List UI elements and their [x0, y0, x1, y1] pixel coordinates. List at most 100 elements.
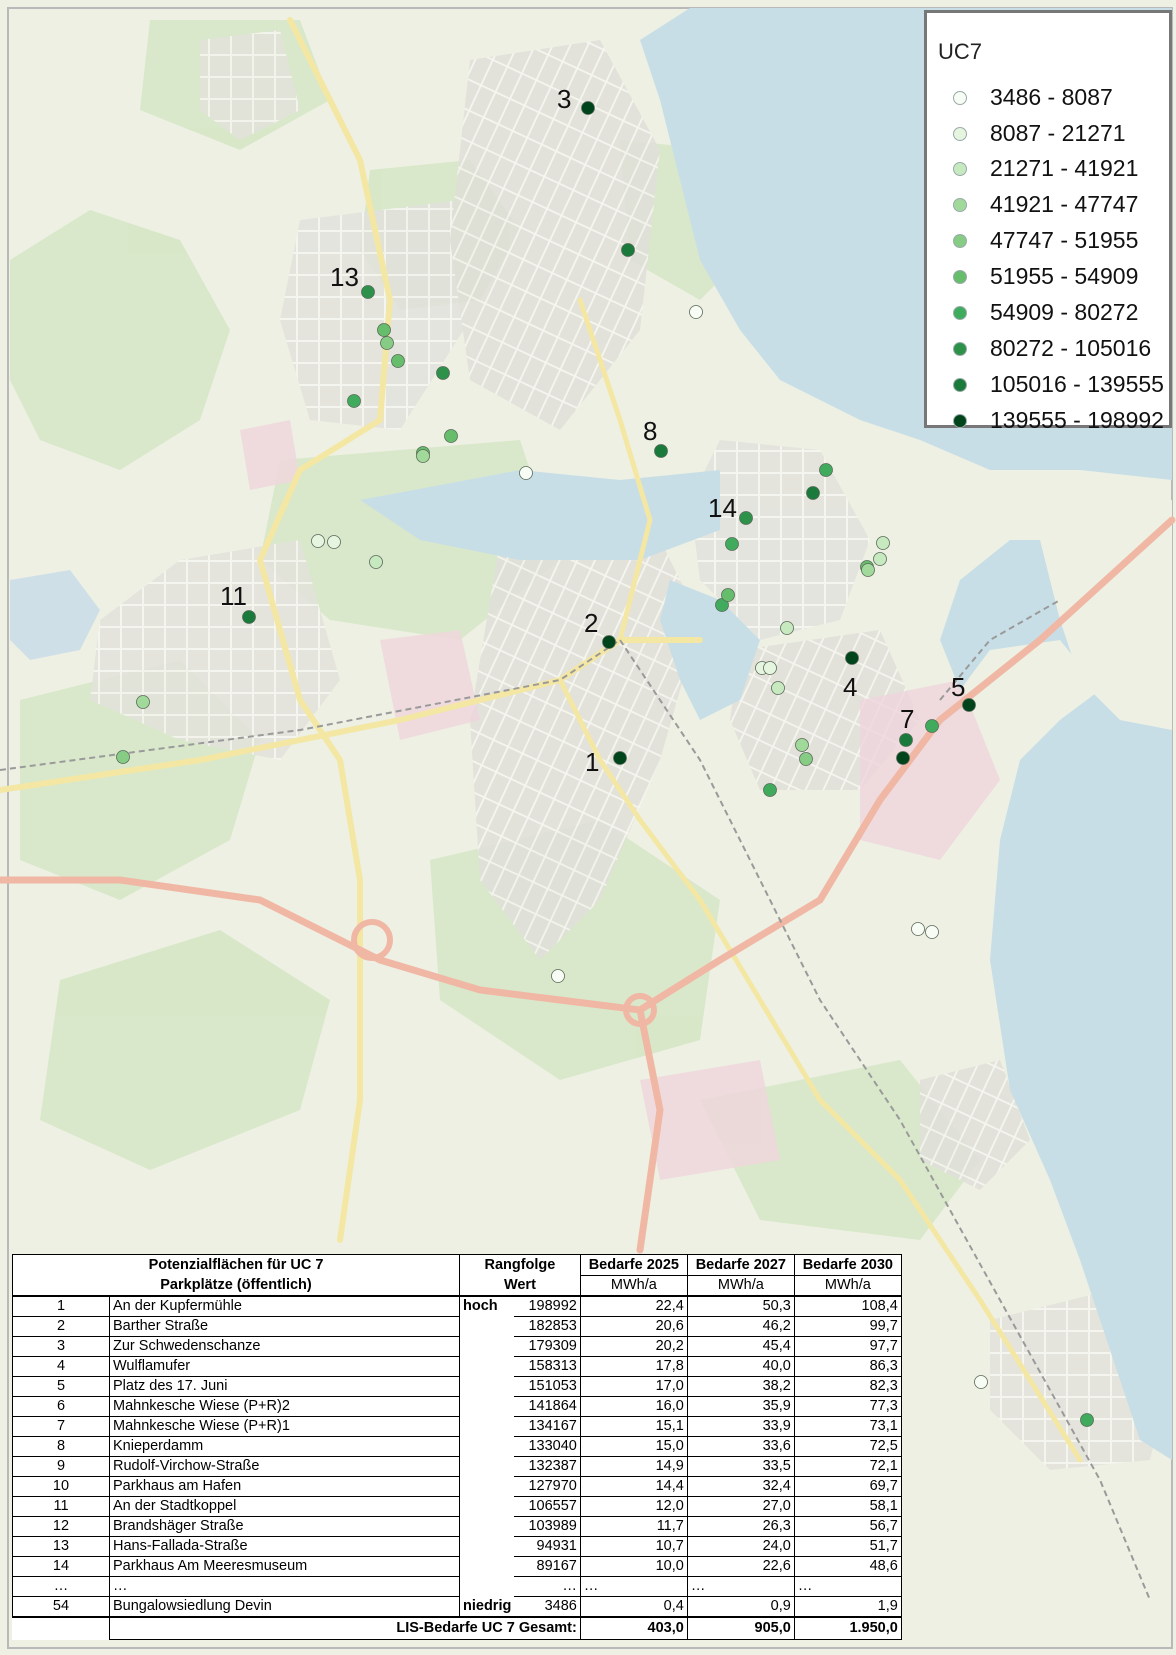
row-2030: 72,5: [793, 1436, 902, 1457]
site-point[interactable]: [519, 466, 533, 480]
row-nr: 7: [12, 1416, 110, 1437]
site-point[interactable]: [873, 552, 887, 566]
site-point[interactable]: [763, 783, 777, 797]
site-point[interactable]: [876, 536, 890, 550]
site-point[interactable]: [242, 610, 256, 624]
site-point[interactable]: [799, 752, 813, 766]
rank-gutter: [459, 1336, 515, 1357]
rank-low-label: niedrig: [459, 1596, 515, 1618]
site-point[interactable]: [136, 695, 150, 709]
site-point[interactable]: [347, 394, 361, 408]
row-name: Mahnkesche Wiese (P+R)2: [109, 1396, 460, 1417]
site-point[interactable]: [715, 598, 729, 612]
row-2030: 108,4: [793, 1295, 902, 1317]
rank-header: Rangfolge: [459, 1254, 581, 1276]
total-label: LIS-Bedarfe UC 7 Gesamt:: [109, 1616, 581, 1640]
site-point[interactable]: [602, 635, 616, 649]
total-2025: 403,0: [579, 1616, 688, 1640]
site-point[interactable]: [763, 661, 777, 675]
site-point[interactable]: [899, 733, 913, 747]
row-value: 106557: [514, 1496, 581, 1517]
site-point[interactable]: [116, 750, 130, 764]
site-point[interactable]: [444, 429, 458, 443]
row-2030: 1,9: [793, 1596, 902, 1618]
site-point[interactable]: [771, 681, 785, 695]
site-point[interactable]: [436, 366, 450, 380]
site-point[interactable]: [581, 101, 595, 115]
row-2025: 20,6: [579, 1316, 688, 1337]
site-point[interactable]: [974, 1375, 988, 1389]
site-point[interactable]: [845, 651, 859, 665]
row-value: 151053: [514, 1376, 581, 1397]
site-point[interactable]: [925, 719, 939, 733]
row-2027: 22,6: [686, 1556, 795, 1577]
site-point[interactable]: [806, 486, 820, 500]
site-point[interactable]: [925, 925, 939, 939]
site-point[interactable]: [311, 534, 325, 548]
row-2027: 33,5: [686, 1456, 795, 1477]
site-point[interactable]: [962, 698, 976, 712]
site-point[interactable]: [327, 535, 341, 549]
row-name: Mahnkesche Wiese (P+R)1: [109, 1416, 460, 1437]
site-point[interactable]: [861, 563, 875, 577]
row-2027: 0,9: [686, 1596, 795, 1618]
total-spacer: [12, 1616, 110, 1639]
site-point[interactable]: [369, 555, 383, 569]
site-point[interactable]: [377, 323, 391, 337]
marker-label-4: 4: [843, 672, 857, 702]
site-point[interactable]: [689, 305, 703, 319]
unit-2025: MWh/a: [579, 1275, 688, 1297]
ellipsis-cell: …: [514, 1576, 581, 1597]
row-2027: 45,4: [686, 1336, 795, 1357]
site-point[interactable]: [361, 285, 375, 299]
legend-symbol: [953, 91, 967, 105]
legend-symbol: [953, 162, 967, 176]
marker-label-3: 3: [557, 84, 571, 114]
ellipsis-cell: …: [109, 1576, 460, 1597]
site-point[interactable]: [725, 537, 739, 551]
site-point[interactable]: [416, 449, 430, 463]
row-2027: 33,6: [686, 1436, 795, 1457]
ellipsis-cell: …: [12, 1576, 110, 1597]
row-value: 179309: [514, 1336, 581, 1357]
row-2027: 32,4: [686, 1476, 795, 1497]
site-point[interactable]: [654, 444, 668, 458]
row-2025: 0,4: [579, 1596, 688, 1618]
legend-item: 41921 - 47747: [927, 190, 1171, 220]
site-point[interactable]: [621, 243, 635, 257]
site-point[interactable]: [780, 621, 794, 635]
row-nr: 14: [12, 1556, 110, 1577]
site-point[interactable]: [819, 463, 833, 477]
rank-gutter: [459, 1356, 515, 1377]
row-name: An der Stadtkoppel: [109, 1496, 460, 1517]
rank-gutter: [459, 1536, 515, 1557]
row-name: Barther Straße: [109, 1316, 460, 1337]
unit-2030: MWh/a: [793, 1275, 902, 1297]
marker-label-13: 13: [330, 262, 359, 292]
legend-label: 8087 - 21271: [990, 120, 1126, 146]
site-point[interactable]: [721, 588, 735, 602]
site-point[interactable]: [1080, 1413, 1094, 1427]
island: [1040, 500, 1172, 730]
site-point[interactable]: [391, 354, 405, 368]
ellipsis-cell: …: [793, 1576, 902, 1597]
legend-item: 21271 - 41921: [927, 154, 1171, 184]
site-point[interactable]: [739, 511, 753, 525]
row-2025: 20,2: [579, 1336, 688, 1357]
row-value: 132387: [514, 1456, 581, 1477]
row-value: 3486: [514, 1596, 581, 1618]
header-2030: Bedarfe 2030: [793, 1254, 902, 1276]
lake-west: [10, 570, 100, 660]
site-point[interactable]: [896, 751, 910, 765]
site-point[interactable]: [911, 922, 925, 936]
header-2027: Bedarfe 2027: [686, 1254, 795, 1276]
legend-item: 80272 - 105016: [927, 334, 1171, 364]
site-point[interactable]: [795, 738, 809, 752]
row-2025: 12,0: [579, 1496, 688, 1517]
site-point[interactable]: [380, 336, 394, 350]
site-point[interactable]: [551, 969, 565, 983]
site-point[interactable]: [613, 751, 627, 765]
